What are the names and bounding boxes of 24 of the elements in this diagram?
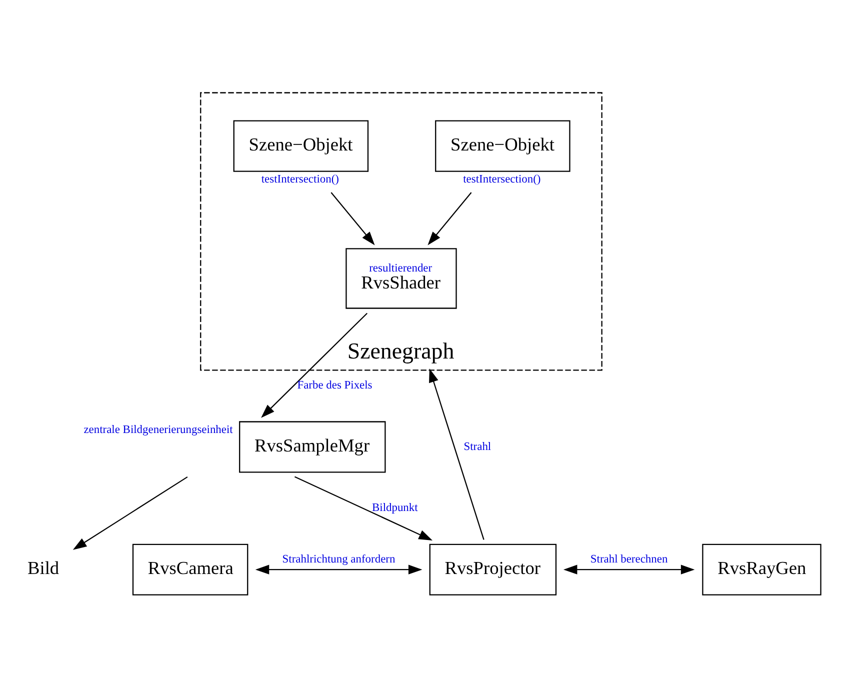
node-box: resultierender RvsShader xyxy=(346,248,457,309)
arrow xyxy=(330,192,375,246)
node-label: testIntersection() xyxy=(463,174,541,186)
node-box: RvsSampleMgr xyxy=(239,421,386,473)
arrow xyxy=(428,192,472,246)
node-box: Szene−Objekt xyxy=(233,120,369,172)
node-label: testIntersection() xyxy=(261,174,339,186)
arrow xyxy=(255,564,422,574)
arrow xyxy=(563,564,695,574)
node-box: RvsRayGen xyxy=(702,544,822,596)
node-box: RvsCamera xyxy=(132,544,248,596)
edge-label: Strahlrichtung anfordern xyxy=(282,554,396,566)
node-box: RvsProjector xyxy=(429,544,557,596)
edge-label: Bildpunkt xyxy=(372,502,418,514)
edge-label: Strahl xyxy=(464,440,492,453)
node-text: Bild xyxy=(28,558,60,578)
node-label: zentrale Bildgenerierungseinheit xyxy=(84,424,233,436)
arrow xyxy=(72,476,188,550)
edge-label: Strahl berechnen xyxy=(590,554,668,566)
arrow xyxy=(294,476,433,541)
node-box: Szene−Objekt xyxy=(435,120,570,172)
arrow xyxy=(261,312,368,418)
arrow xyxy=(429,368,484,540)
edge-label: Farbe des Pixels xyxy=(297,380,372,392)
